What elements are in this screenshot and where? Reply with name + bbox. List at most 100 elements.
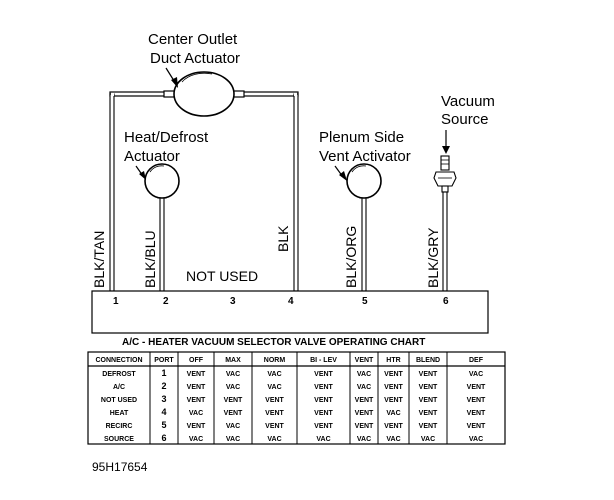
chart-cell: VAC xyxy=(386,436,400,443)
chart-header-cell: MAX xyxy=(225,357,241,364)
port-number-1: 1 xyxy=(113,296,119,307)
chart-cell: 2 xyxy=(161,381,166,391)
hose-port-4 xyxy=(293,93,299,292)
port-number-3: 3 xyxy=(230,296,236,307)
chart-cell: 5 xyxy=(161,420,166,430)
chart-cell: VENT xyxy=(314,397,333,404)
chart-cell: VENT xyxy=(384,384,403,391)
plenum-side-label-1: Plenum Side xyxy=(319,129,404,146)
chart-cell: VAC xyxy=(357,384,371,391)
plenum-side-label-2: Vent Activator xyxy=(319,148,411,165)
chart-cell: VAC xyxy=(267,384,281,391)
vacuum-source-label-2: Source xyxy=(441,111,489,128)
chart-cell: VAC xyxy=(189,436,203,443)
hose-label-blk-tan: BLK/TAN xyxy=(91,231,107,288)
chart-cell: VAC xyxy=(421,436,435,443)
chart-cell: VAC xyxy=(386,410,400,417)
chart-header-cell: OFF xyxy=(189,357,204,364)
chart-cell: VAC xyxy=(267,436,281,443)
chart-cell: VENT xyxy=(467,410,486,417)
hose-label-blk: BLK xyxy=(275,225,291,252)
chart-cell: VENT xyxy=(187,397,206,404)
chart-cell: VENT xyxy=(467,423,486,430)
heat-defrost-label-2: Actuator xyxy=(124,148,180,165)
vacuum-source-label-1: Vacuum xyxy=(441,93,495,110)
chart-header-cell: VENT xyxy=(355,357,374,364)
chart-cell: VENT xyxy=(355,397,374,404)
chart-cell: VENT xyxy=(467,397,486,404)
chart-cell: VENT xyxy=(384,371,403,378)
hose-port-1 xyxy=(109,93,115,292)
center-outlet-actuator xyxy=(109,71,299,117)
chart-cell: VENT xyxy=(187,423,206,430)
chart-cell: HEAT xyxy=(110,410,129,417)
hose-label-blk-blu: BLK/BLU xyxy=(142,230,158,288)
heat-defrost-actuator xyxy=(144,163,180,292)
center-outlet-label-2: Duct Actuator xyxy=(150,50,240,67)
chart-cell: DEFROST xyxy=(102,371,136,378)
chart-cell: VENT xyxy=(314,384,333,391)
chart-cell: VENT xyxy=(419,423,438,430)
chart-cell: 1 xyxy=(161,368,166,378)
chart-cell: VENT xyxy=(384,423,403,430)
chart-cell: VENT xyxy=(224,397,243,404)
port-number-2: 2 xyxy=(163,296,169,307)
chart-cell: VAC xyxy=(316,436,330,443)
chart-cell: VAC xyxy=(226,436,240,443)
chart-cell: VENT xyxy=(419,371,438,378)
chart-cell: VAC xyxy=(357,436,371,443)
chart-header-cell: NORM xyxy=(264,357,286,364)
chart-header-cell: PORT xyxy=(154,357,174,364)
chart-cell: VENT xyxy=(384,397,403,404)
heat-defrost-label-1: Heat/Defrost xyxy=(124,129,209,146)
chart-cell: VAC xyxy=(267,371,281,378)
chart-cell: VENT xyxy=(419,397,438,404)
chart-cell: VENT xyxy=(314,371,333,378)
chart-cell: VENT xyxy=(224,410,243,417)
port-number-5: 5 xyxy=(362,296,368,307)
figure-id: 95H17654 xyxy=(92,460,148,474)
port-number-6: 6 xyxy=(443,296,449,307)
chart-cell: VENT xyxy=(265,423,284,430)
chart-header-cell: HTR xyxy=(386,357,400,364)
chart-cell: VENT xyxy=(419,384,438,391)
chart-title: A/C - HEATER VACUUM SELECTOR VALVE OPERA… xyxy=(122,337,425,348)
chart-cell: 6 xyxy=(161,433,166,443)
chart-cell: VAC xyxy=(189,410,203,417)
chart-cell: NOT USED xyxy=(101,397,137,404)
port-number-4: 4 xyxy=(288,296,294,307)
chart-cell: 4 xyxy=(161,407,166,417)
chart-cell: VENT xyxy=(187,384,206,391)
chart-cell: SOURCE xyxy=(104,436,134,443)
chart-cell: VAC xyxy=(357,371,371,378)
chart-cell: RECIRC xyxy=(106,423,133,430)
center-outlet-label-1: Center Outlet xyxy=(148,31,238,48)
chart-cell: VAC xyxy=(469,436,483,443)
chart-cell: VENT xyxy=(265,397,284,404)
hose-label-blk-org: BLK/ORG xyxy=(343,226,359,288)
chart-header-cell: DEF xyxy=(469,357,484,364)
chart-header-cell: BLEND xyxy=(416,357,440,364)
chart-cell: VAC xyxy=(226,371,240,378)
chart-cell: VAC xyxy=(469,371,483,378)
chart-cell: VAC xyxy=(226,423,240,430)
chart-cell: VENT xyxy=(355,410,374,417)
chart-cell: A/C xyxy=(113,384,125,391)
chart-cell: VENT xyxy=(467,384,486,391)
hose-label-not-used: NOT USED xyxy=(186,268,258,284)
vacuum-source-fitting xyxy=(433,155,457,292)
chart-cell: VENT xyxy=(314,423,333,430)
chart-cell: 3 xyxy=(161,394,166,404)
chart-cell: VENT xyxy=(265,410,284,417)
selector-valve-block xyxy=(91,290,489,334)
chart-header-cell: BI - LEV xyxy=(310,357,337,364)
chart-cell: VENT xyxy=(419,410,438,417)
chart-header-cell: CONNECTION xyxy=(95,357,142,364)
chart-cell: VENT xyxy=(187,371,206,378)
chart-cell: VENT xyxy=(314,410,333,417)
operating-chart-table: CONNECTION PORT OFF MAX NORM BI - LEV VENT HTR B… xyxy=(87,351,506,445)
hose-label-blk-gry: BLK/GRY xyxy=(425,227,441,288)
chart-cell: VENT xyxy=(355,423,374,430)
chart-cell: VAC xyxy=(226,384,240,391)
